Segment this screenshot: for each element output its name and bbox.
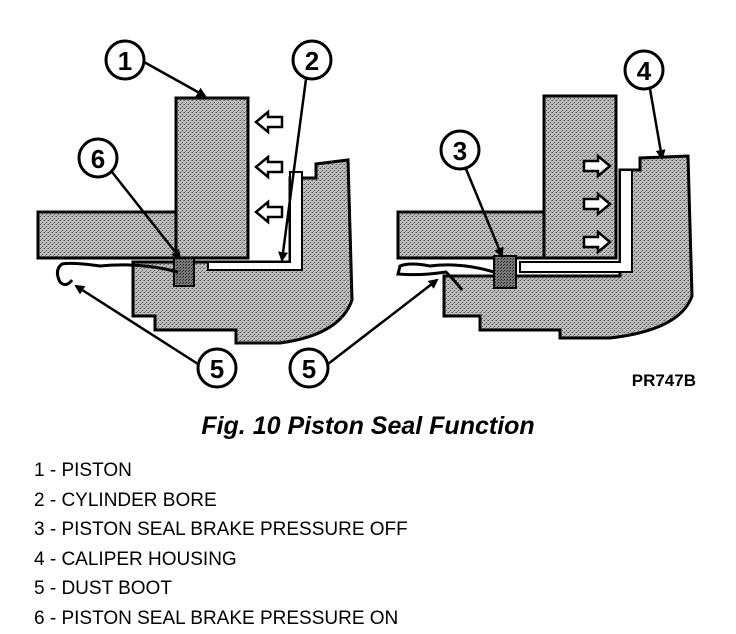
brake-bar-left bbox=[36, 210, 180, 260]
right-view-pressure-off bbox=[396, 94, 694, 340]
svg-text:1: 1 bbox=[118, 46, 132, 76]
legend-item: 1 - PISTON bbox=[34, 460, 132, 481]
legend-item: 4 - CALIPER HOUSING bbox=[34, 548, 237, 570]
dust-boot-right bbox=[396, 262, 495, 291]
brake-bar-right bbox=[396, 210, 550, 260]
legend-item: 2 - CYLINDER BORE bbox=[34, 489, 217, 511]
callout-6: 6 bbox=[77, 137, 182, 260]
dust-boot-left bbox=[55, 261, 179, 287]
svg-text:4: 4 bbox=[637, 56, 652, 86]
piston-right bbox=[542, 94, 618, 260]
legend-item: 6 - PISTON SEAL BRAKE PRESSURE ON bbox=[34, 607, 399, 629]
legend-list: 1 - PISTON 2 - CYLINDER BORE 3 - PISTON … bbox=[34, 456, 408, 633]
callout-2: 2 bbox=[278, 39, 333, 262]
callout-5-right: 5 bbox=[288, 278, 439, 389]
svg-text:2: 2 bbox=[305, 46, 319, 76]
legend-item: 5 - DUST BOOT bbox=[34, 578, 172, 599]
pressure-arrows-left bbox=[254, 109, 284, 225]
svg-text:3: 3 bbox=[453, 136, 467, 166]
cylinder-bore-right bbox=[519, 169, 633, 273]
left-view-pressure-on bbox=[36, 96, 354, 345]
piston-left bbox=[174, 96, 250, 260]
callout-5-left: 5 bbox=[74, 284, 238, 389]
figure-code: PR747B bbox=[632, 371, 696, 390]
callout-4: 4 bbox=[623, 49, 666, 160]
callout-1: 1 bbox=[104, 39, 207, 98]
legend-item: 3 - PISTON SEAL BRAKE PRESSURE OFF bbox=[34, 519, 408, 540]
svg-text:5: 5 bbox=[302, 354, 316, 384]
svg-text:6: 6 bbox=[91, 144, 105, 174]
pressure-arrows-right bbox=[582, 153, 612, 255]
piston-seal-diagram: 1 2 6 5 5 3 4 PR747B bbox=[36, 39, 696, 390]
svg-text:5: 5 bbox=[210, 354, 224, 384]
figure-caption: Fig. 10 Piston Seal Function bbox=[201, 412, 535, 440]
seal-right bbox=[493, 255, 517, 289]
callout-3: 3 bbox=[439, 129, 504, 258]
